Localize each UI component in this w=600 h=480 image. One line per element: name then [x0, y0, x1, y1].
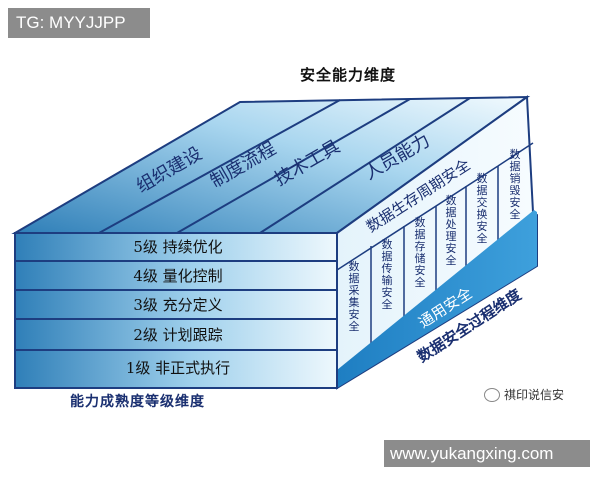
wechat-icon — [484, 387, 500, 402]
maturity-dimension-label: 能力成熟度等级维度 — [70, 394, 205, 410]
watermark-tag: TG: MYYJJPP — [8, 8, 150, 38]
stage-transmission: 数据传输安全 — [382, 238, 393, 311]
maturity-level-3: 3级 充分定义 — [133, 296, 222, 314]
diagram-title: 安全能力维度 — [300, 66, 397, 84]
watermark-url: www.yukangxing.com — [384, 440, 590, 467]
stage-collection: 数据采集安全 — [349, 260, 360, 333]
maturity-level-1: 1级 非正式执行 — [126, 359, 230, 377]
general-security-band — [337, 210, 537, 388]
stage-exchange: 数据交换安全 — [477, 172, 488, 245]
stage-destruction: 数据销毁安全 — [510, 148, 521, 221]
stage-storage: 数据存储安全 — [415, 216, 426, 289]
maturity-level-4: 4级 量化控制 — [133, 267, 222, 285]
stage-processing: 数据处理安全 — [446, 194, 457, 267]
wechat-account-name: 祺印说信安 — [504, 388, 565, 402]
front-face — [14, 232, 338, 389]
maturity-level-5: 5级 持续优化 — [133, 238, 222, 256]
wechat-account: 祺印说信安 — [484, 386, 564, 403]
maturity-level-2: 2级 计划跟踪 — [133, 326, 222, 344]
